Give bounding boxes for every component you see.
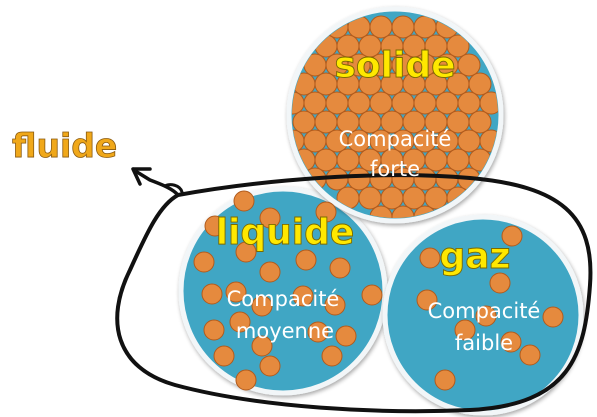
particle [391, 91, 415, 115]
particle [303, 129, 327, 153]
particle [419, 247, 441, 269]
gas-sub-line2: faible [455, 331, 513, 355]
particle [435, 167, 459, 191]
particle [413, 91, 437, 115]
particle [314, 110, 338, 134]
particle [347, 167, 371, 191]
particle [251, 335, 273, 357]
particle [213, 345, 235, 367]
gas-particles [416, 225, 564, 391]
particle [542, 306, 564, 328]
particle [295, 249, 317, 271]
particle [369, 91, 393, 115]
particle [454, 319, 476, 341]
particle [416, 289, 438, 311]
particle [235, 369, 257, 391]
particle [259, 261, 281, 283]
solid-sub-line1: Compacité [339, 127, 452, 151]
particle [324, 294, 346, 316]
solid-particles [292, 15, 498, 218]
particle [468, 110, 492, 134]
particle [501, 225, 523, 247]
particle [434, 369, 456, 391]
particle [292, 285, 314, 307]
particle [457, 91, 481, 115]
particle [424, 148, 448, 172]
particle [325, 91, 349, 115]
particle [329, 257, 351, 279]
particle [292, 110, 316, 134]
particle [203, 319, 225, 341]
particle [424, 186, 448, 210]
particle [229, 311, 251, 333]
particle [489, 272, 511, 294]
particle [402, 186, 426, 210]
particle [315, 201, 337, 223]
fluide-label: fluide [12, 126, 117, 165]
particle [369, 15, 393, 39]
particle [358, 186, 382, 210]
particle [233, 190, 255, 212]
fluide-arrow-head [131, 167, 152, 186]
particle [457, 129, 481, 153]
particle [235, 241, 257, 263]
particle [446, 34, 470, 58]
solid-title: solide [334, 45, 455, 86]
particle [500, 331, 522, 353]
particle [193, 251, 215, 273]
particle [361, 284, 383, 306]
particle [251, 295, 273, 317]
particle [259, 207, 281, 229]
particle [391, 15, 415, 39]
particle [446, 148, 470, 172]
particle [259, 355, 281, 377]
particle [201, 283, 223, 305]
particle [335, 325, 357, 347]
liquid-title: liquide [216, 212, 355, 253]
gas-title: gaz [439, 236, 510, 277]
particle [468, 72, 492, 96]
particle [204, 215, 226, 237]
particle [336, 148, 360, 172]
fluide-arrow-curl [163, 183, 184, 194]
particle [413, 15, 437, 39]
gas-sub-line1: Compacité [428, 299, 541, 323]
particle [303, 91, 327, 115]
particle [307, 321, 329, 343]
particle [380, 186, 404, 210]
liquid-particles [193, 190, 383, 391]
particle [435, 91, 459, 115]
particle [479, 91, 498, 115]
liquid-sub-line1: Compacité [227, 287, 340, 311]
particle [347, 91, 371, 115]
particle [457, 53, 481, 77]
liquid-circle [178, 186, 388, 396]
particle [321, 345, 343, 367]
particle [225, 281, 247, 303]
particle [314, 148, 338, 172]
liquid-sub-line2: moyenne [236, 319, 334, 343]
particle [519, 344, 541, 366]
particle [475, 305, 497, 327]
solid-sub-line2: forte [370, 157, 420, 181]
fluid-group-outline [115, 173, 593, 414]
